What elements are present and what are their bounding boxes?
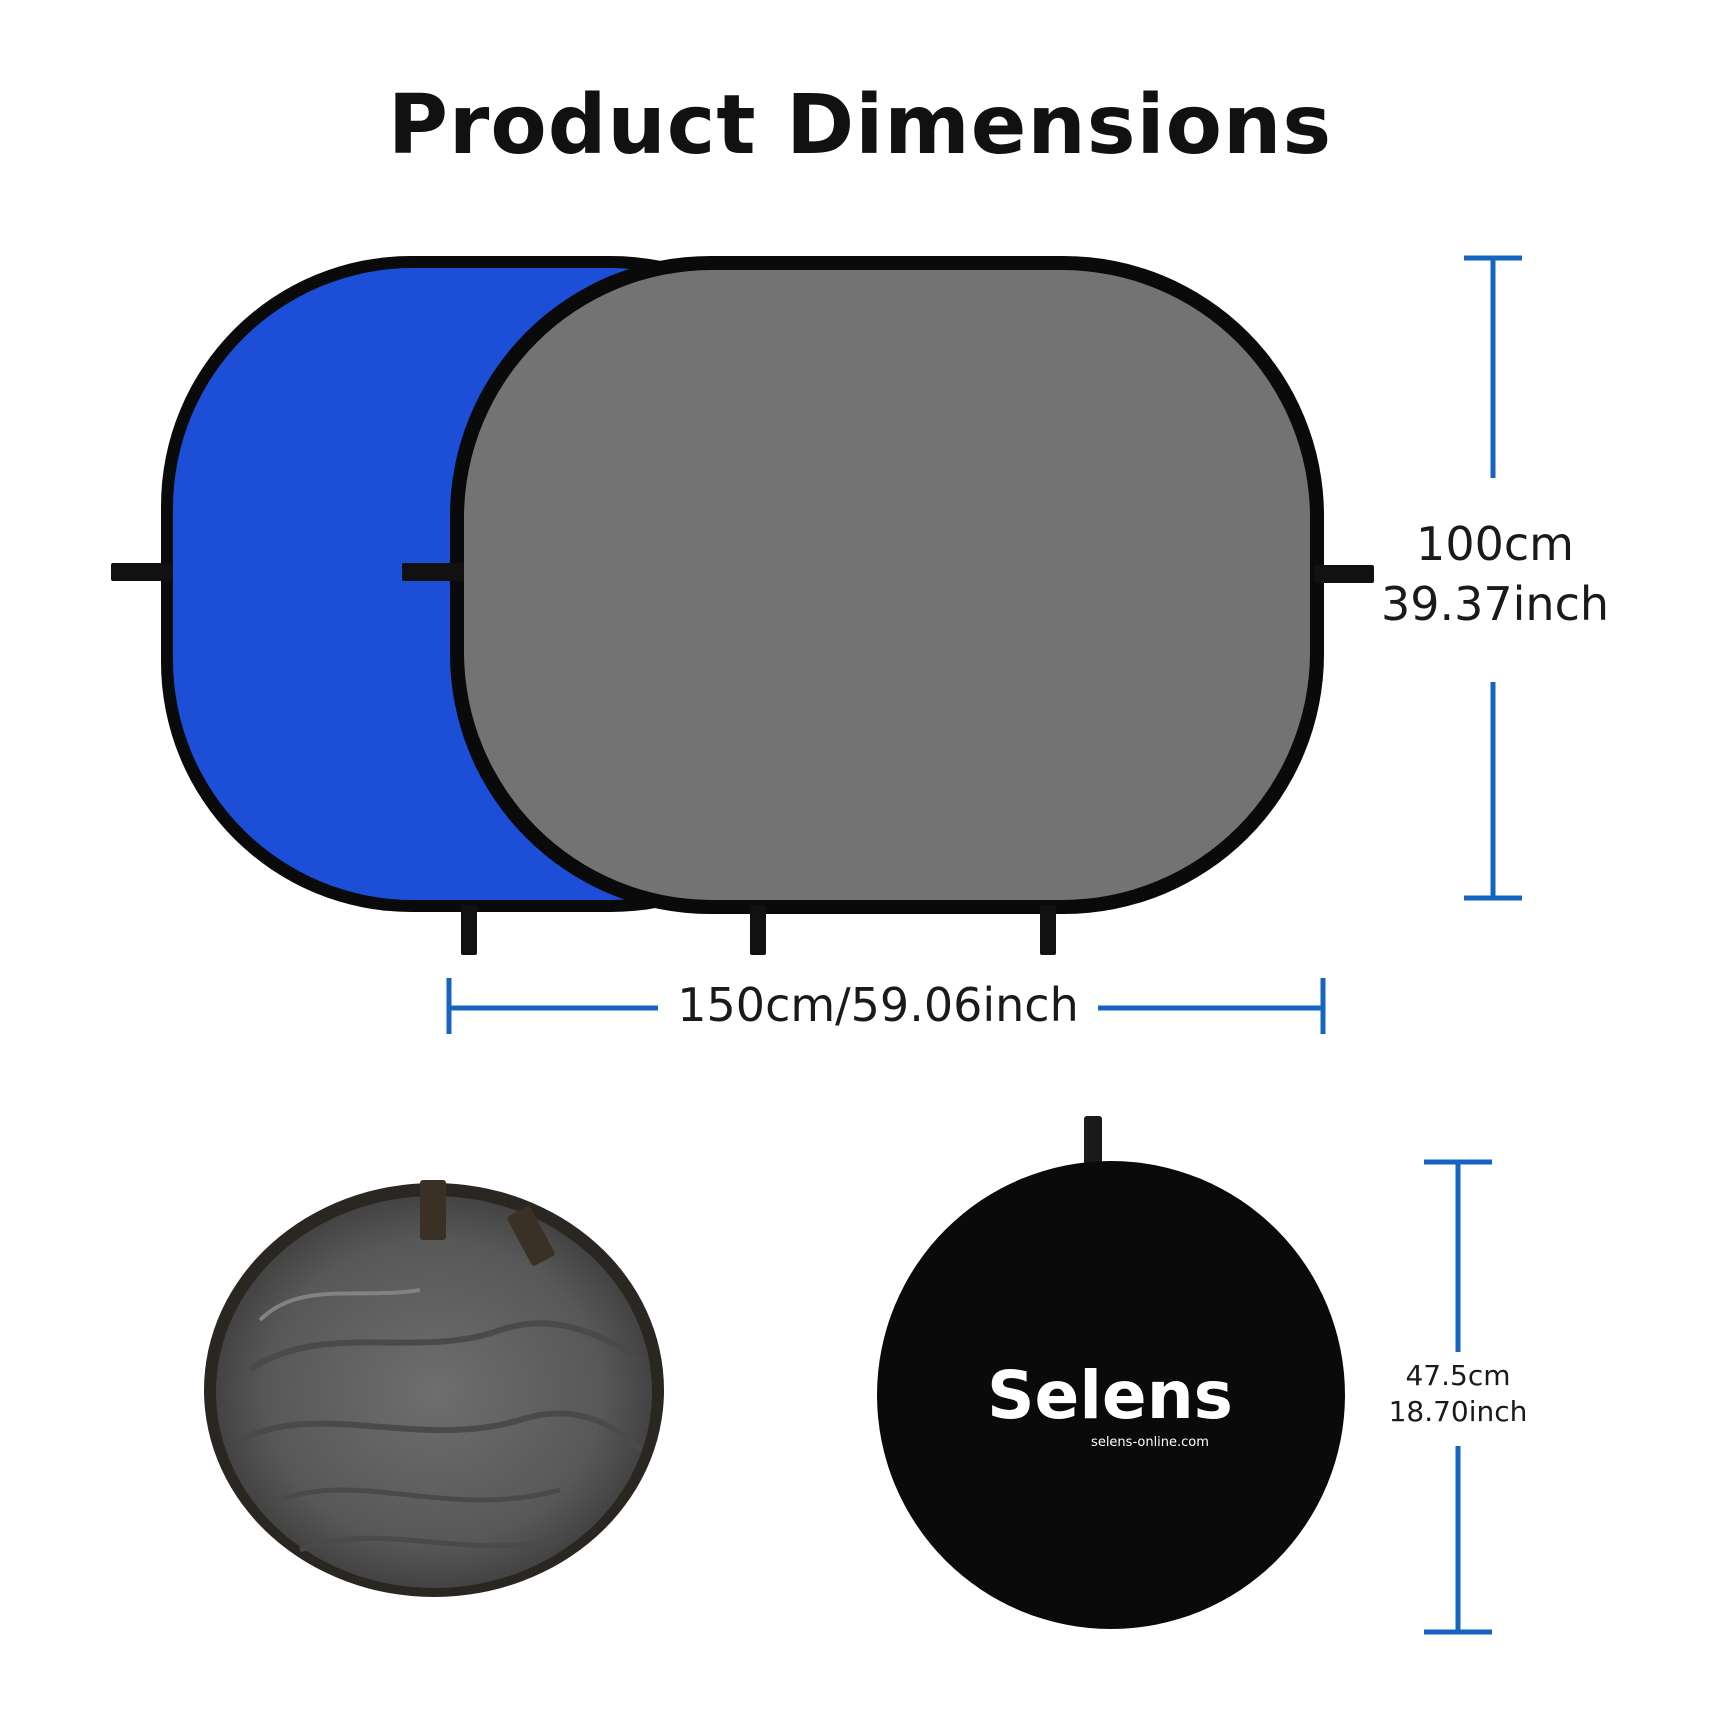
width-dimension-label: 150cm/59.06inch <box>677 978 1079 1032</box>
height-dimension-label: 100cm 39.37inch <box>1370 515 1620 635</box>
height-inch-text: 39.37inch <box>1380 576 1610 631</box>
height-cm-text: 100cm <box>1416 517 1574 571</box>
folded-inch-text: 18.70inch <box>1388 1395 1528 1429</box>
bag-brand-url: selens-online.com <box>1091 1435 1209 1450</box>
folded-cm-text: 47.5cm <box>1405 1359 1511 1392</box>
folded-dimension-line <box>1424 1159 1492 1635</box>
page-title: Product Dimensions <box>387 78 1333 173</box>
height-dimension-line <box>1464 255 1522 901</box>
storage-bag <box>877 1116 1345 1629</box>
gray-backdrop-panel <box>450 256 1324 914</box>
backdrop-straps <box>111 563 1374 955</box>
bag-brand-logo: Selens <box>987 1357 1233 1434</box>
folded-backdrop <box>204 1180 664 1597</box>
folded-dimension-label: 47.5cm 18.70inch <box>1368 1358 1548 1431</box>
width-dimension-line <box>446 978 1326 1034</box>
